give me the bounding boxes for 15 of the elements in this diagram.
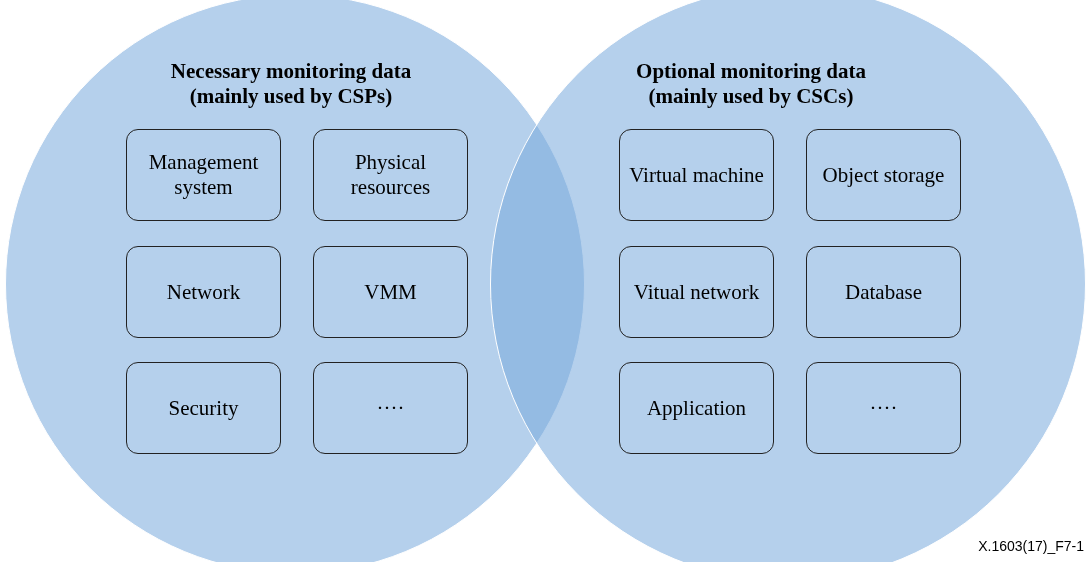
category-box: Network bbox=[126, 246, 281, 338]
circle-title: Optional monitoring data (mainly used by CSCs) bbox=[635, 59, 867, 109]
category-box: Database bbox=[806, 246, 961, 338]
category-box: Application bbox=[619, 362, 774, 454]
category-box: Object storage bbox=[806, 129, 961, 221]
category-box: ···· bbox=[313, 362, 468, 454]
figure-number: X.1603(17)_F7-1 bbox=[978, 538, 1084, 554]
category-box: Physical resources bbox=[313, 129, 468, 221]
category-box: Security bbox=[126, 362, 281, 454]
category-box: VMM bbox=[313, 246, 468, 338]
category-box: Virtual machine bbox=[619, 129, 774, 221]
circle-title: Necessary monitoring data (mainly used by CSPs) bbox=[169, 59, 413, 109]
category-box: Management system bbox=[126, 129, 281, 221]
category-box: Vitual network bbox=[619, 246, 774, 338]
category-box: ···· bbox=[806, 362, 961, 454]
